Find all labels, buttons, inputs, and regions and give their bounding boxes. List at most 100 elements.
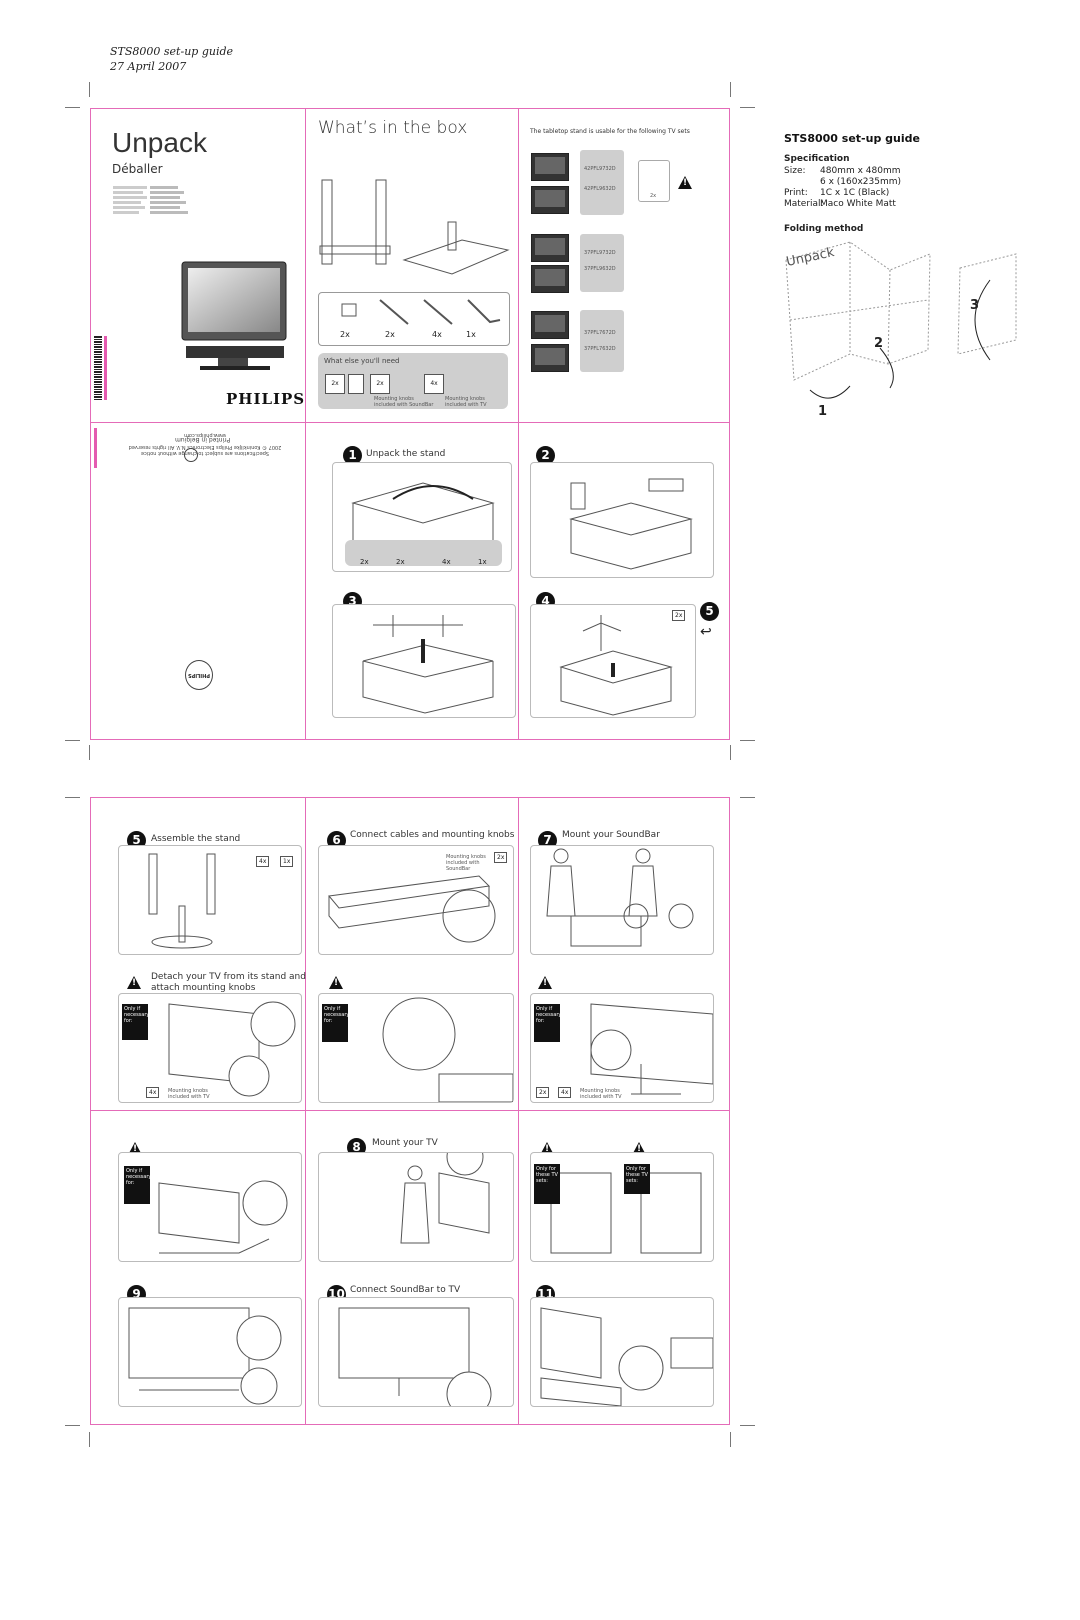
spec-heading: STS8000 set-up guide xyxy=(784,132,920,145)
spec-v3: 1C x 1C (Black) xyxy=(820,188,890,198)
step-5-pointer-number: 5 xyxy=(700,602,719,621)
hardware-box xyxy=(318,292,510,346)
part-count-2: 2x xyxy=(385,330,395,339)
tv-thumb-5 xyxy=(531,311,569,339)
row8-only-card-2: Only for these TV sets: xyxy=(534,1164,560,1204)
detach-note: Mounting knobs included with TV xyxy=(168,1088,210,1100)
fold-num-2: 2 xyxy=(874,336,884,351)
folding-title: Folding method xyxy=(784,224,864,234)
tv-thumb-2 xyxy=(531,186,569,214)
spec-k3: Print: xyxy=(784,188,808,198)
step-6-count: 2x xyxy=(494,852,508,863)
step-4-panel xyxy=(530,604,696,718)
need-knob-3: 4x xyxy=(424,374,444,394)
detach-note-2: Mounting knobs included with TV xyxy=(580,1088,622,1100)
tv-thumb-1 xyxy=(531,153,569,181)
row8-warning-icon-2 xyxy=(540,1142,554,1155)
row8-only-card: Only if necessary for: xyxy=(124,1166,151,1204)
detach-count-2: 2x xyxy=(536,1087,550,1098)
row8-panel-3 xyxy=(530,1152,714,1262)
step-5-count-1: 4x xyxy=(256,856,270,867)
detach-panel-2 xyxy=(318,993,514,1103)
cover-subtitle: Déballer xyxy=(112,162,163,176)
cover-title: Unpack xyxy=(112,127,207,158)
compat-g1-1: 42PFL9732D xyxy=(584,166,616,172)
turn-page-arrow-icon: ↩ xyxy=(700,624,712,640)
step-4-count: 2x xyxy=(672,610,686,621)
step-10-panel xyxy=(318,1297,514,1417)
back-text4: Printed in Belgium xyxy=(175,436,231,443)
barcode xyxy=(94,336,102,400)
step-10-label: Connect SoundBar to TV xyxy=(350,1285,461,1295)
tv-thumb-6 xyxy=(531,344,569,372)
spec-k4: Material: xyxy=(784,199,824,209)
row8-warning-icon xyxy=(128,1142,142,1155)
detach-only-card-3: Only if necessary for: xyxy=(534,1004,561,1042)
compat-g3-2: 37PFL7632D xyxy=(584,346,616,352)
box-title: What’s in the box xyxy=(318,118,468,138)
step-1-count-3: 4x xyxy=(442,558,451,566)
back-text2: 2007 © Koninklijke Philips Electronics N… xyxy=(128,444,282,450)
doc-date: 27 April 2007 xyxy=(110,60,187,73)
language-list xyxy=(113,184,183,224)
need-note2: Mounting knobs included with TV xyxy=(445,396,487,408)
tv-thumb-3 xyxy=(531,234,569,262)
step-1-count-2: 2x xyxy=(396,558,405,566)
detach-label-2: attach mounting knobs xyxy=(151,983,256,993)
step-2-panel xyxy=(530,462,714,578)
step-5-panel xyxy=(118,845,302,955)
warning-icon xyxy=(678,176,692,189)
step-1-count-4: 1x xyxy=(478,558,487,566)
recycle-icon xyxy=(184,448,198,462)
step-1-number: 1 xyxy=(343,446,362,465)
row8-only-card-3: Only for these TV sets: xyxy=(624,1164,650,1194)
step-8-panel xyxy=(318,1138,514,1262)
step-5-label: Assemble the stand xyxy=(151,834,241,844)
stand-parts-illustration xyxy=(319,179,510,275)
detach-count: 4x xyxy=(146,1087,160,1098)
doc-title: STS8000 set-up guide xyxy=(110,45,234,58)
detach-warning-icon-3 xyxy=(538,976,552,989)
step-9-panel xyxy=(118,1297,302,1407)
step-8-label: Mount your TV xyxy=(372,1138,438,1148)
spec-v1: 480mm x 480mm xyxy=(820,166,901,176)
detach-panel-3 xyxy=(530,993,714,1103)
tv-thumb-4 xyxy=(531,265,569,293)
need-title: What else you'll need xyxy=(324,357,400,365)
compat-g3-1: 37PFL7672D xyxy=(584,330,616,336)
compat-g1-2: 42PFL9632D xyxy=(584,186,616,192)
step-7-label: Mount your SoundBar xyxy=(562,830,660,840)
need-knob-1: 2x xyxy=(325,374,345,394)
detach-panel-1 xyxy=(118,993,302,1103)
screwdriver-icon xyxy=(348,374,364,394)
detach-warning-icon xyxy=(127,976,141,989)
philips-shield-icon: PHILIPS xyxy=(185,660,213,690)
step-5-count-2: 1x xyxy=(280,856,294,867)
compat-g2-1: 37PFL9732D xyxy=(584,250,616,256)
part-count-4: 1x xyxy=(466,330,476,339)
compat-g2-2: 37PFL9632D xyxy=(584,266,616,272)
part-count-1: 2x xyxy=(340,330,350,339)
compat-note-count: 2x xyxy=(650,193,657,199)
detach-count-3: 4x xyxy=(558,1087,572,1098)
back-text1: Specifications are subject to change wit… xyxy=(140,450,270,456)
spec-title: Specification xyxy=(784,154,850,164)
spec-v4: Maco White Matt xyxy=(820,199,896,209)
row8-warning-icon-3 xyxy=(632,1142,646,1155)
step-2-number: 2 xyxy=(536,446,555,465)
step-6-note: Mounting knobs included with SoundBar xyxy=(446,854,486,872)
spec-v2: 6 x (160x235mm) xyxy=(820,177,902,187)
fold-num-3: 3 xyxy=(970,298,980,313)
detach-warning-icon-2 xyxy=(329,976,343,989)
tv-illustration xyxy=(181,261,287,370)
step-6-panel xyxy=(318,845,514,955)
need-knob-2: 2x xyxy=(370,374,390,394)
detach-label-1: Detach your TV from its stand and xyxy=(151,972,306,982)
step-7-panel xyxy=(530,845,714,955)
detach-only-card-2: Only if necessary for: xyxy=(322,1004,349,1042)
detach-only-card-1: Only if necessary for: xyxy=(122,1004,149,1040)
top-sheet xyxy=(90,108,730,740)
step-1-count-1: 2x xyxy=(360,558,369,566)
bottom-sheet xyxy=(90,797,730,1425)
step-1-label: Unpack the stand xyxy=(366,449,446,459)
